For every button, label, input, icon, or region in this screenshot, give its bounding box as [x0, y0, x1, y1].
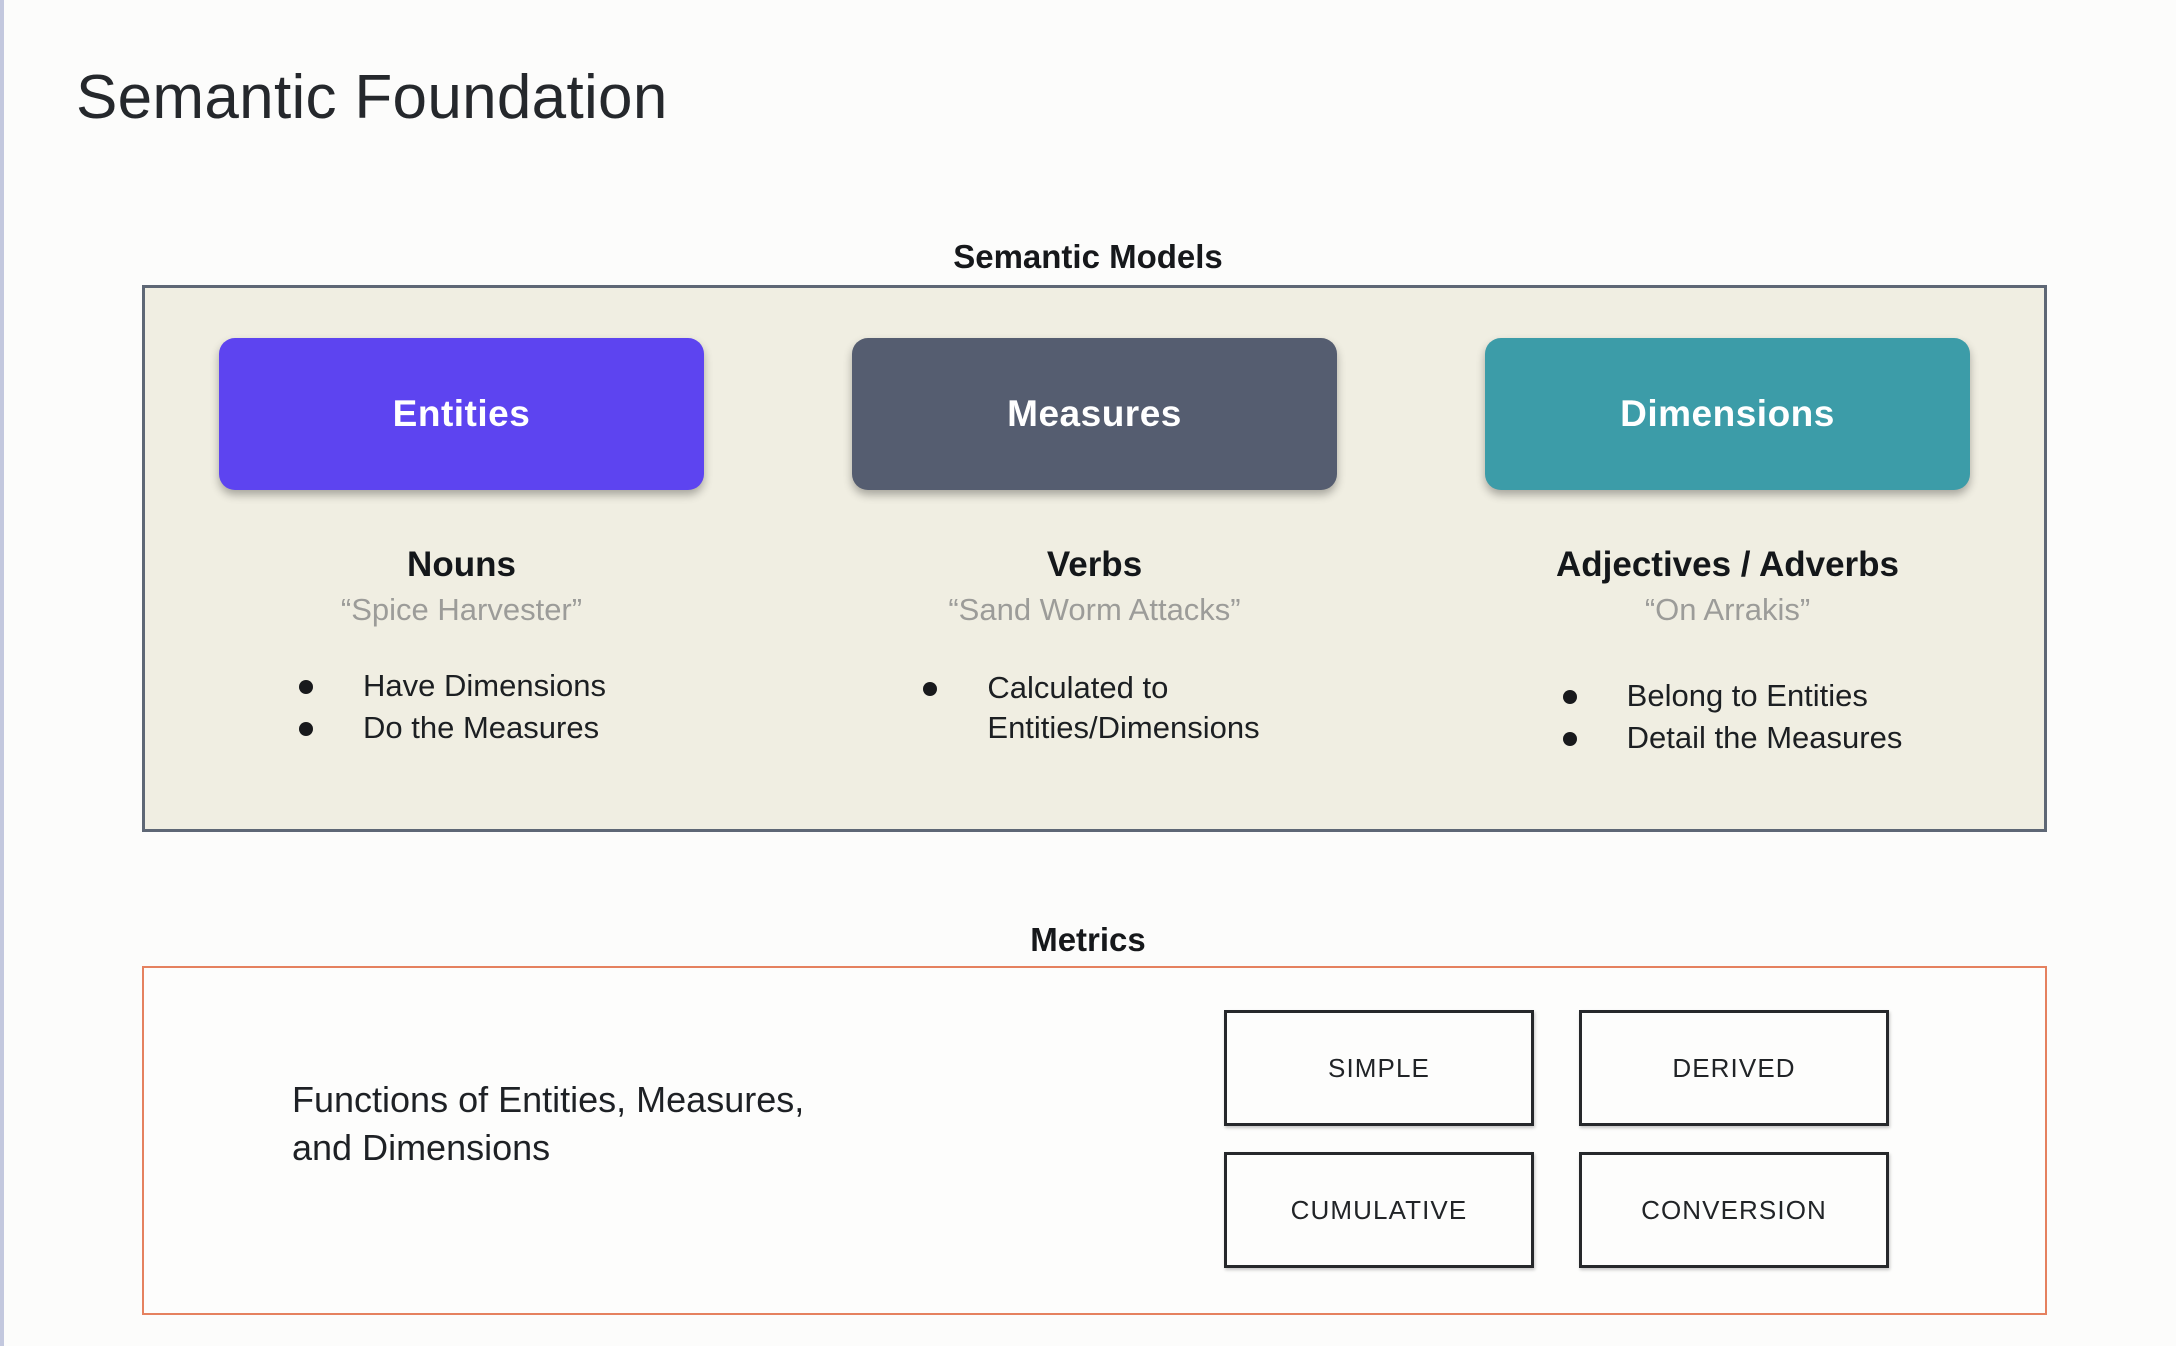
- list-item: Have Dimensions: [299, 666, 606, 706]
- measures-part-of-speech: Verbs: [1046, 545, 1143, 584]
- chip-dimensions-label: Dimensions: [1620, 393, 1835, 434]
- metrics-caption: Metrics: [1030, 921, 1146, 958]
- entities-example: “Spice Harvester”: [340, 592, 583, 627]
- semantic-models-panel: Entities Nouns “Spice Harvester” Have Di…: [142, 285, 2047, 832]
- left-edge-rule: [0, 0, 4, 1346]
- metrics-description: Functions of Entities, Measures, and Dim…: [292, 1079, 805, 1168]
- chip-measures-label: Measures: [1007, 393, 1182, 434]
- metric-box-conversion-label: CONVERSION: [1641, 1194, 1827, 1225]
- chip-entities-label: Entities: [392, 393, 531, 434]
- list-item: Do the Measures: [299, 708, 606, 748]
- list-item: Calculated to Entities/Dimensions: [923, 668, 1260, 747]
- metrics-panel: Functions of Entities, Measures, and Dim…: [142, 966, 2047, 1315]
- chip-measures[interactable]: Measures: [852, 338, 1337, 490]
- list-item-label: Belong to Entities: [1626, 678, 1868, 713]
- bullet-dot-icon: [923, 682, 938, 696]
- dimensions-example: “On Arrakis”: [1644, 592, 1811, 627]
- chip-dimensions[interactable]: Dimensions: [1485, 338, 1970, 490]
- entities-part-of-speech: Nouns: [407, 545, 516, 584]
- semantic-models-caption: Semantic Models: [953, 238, 1223, 275]
- dimensions-bullet-list: Belong to Entities Detail the Measures: [1562, 676, 1903, 759]
- measures-example: “Sand Worm Attacks”: [948, 592, 1241, 627]
- page-title: Semantic Foundation: [76, 63, 668, 132]
- measures-bullet-list: Calculated to Entities/Dimensions: [923, 668, 1260, 749]
- bullet-dot-icon: [299, 721, 314, 736]
- list-item-label: Do the Measures: [363, 709, 600, 745]
- list-item: Belong to Entities: [1562, 676, 1903, 716]
- list-item-label: Calculated to Entities/Dimensions: [987, 670, 1260, 745]
- dimensions-part-of-speech: Adjectives / Adverbs: [1555, 545, 1899, 584]
- semantic-column-dimensions: Dimensions Adjectives / Adverbs “On Arra…: [1411, 288, 2044, 829]
- metric-box-simple-label: SIMPLE: [1328, 1052, 1430, 1083]
- metrics-type-grid: SIMPLE DERIVED CUMULATIVE CONVERSION: [1224, 1010, 1889, 1268]
- bullet-dot-icon: [1562, 690, 1577, 704]
- bullet-dot-icon: [1562, 731, 1577, 746]
- metric-box-cumulative[interactable]: CUMULATIVE: [1224, 1152, 1534, 1268]
- list-item-label: Have Dimensions: [363, 668, 606, 703]
- entities-bullet-list: Have Dimensions Do the Measures: [299, 666, 606, 749]
- metric-box-simple[interactable]: SIMPLE: [1224, 1010, 1534, 1126]
- semantic-models-columns: Entities Nouns “Spice Harvester” Have Di…: [145, 288, 2044, 829]
- metric-box-conversion[interactable]: CONVERSION: [1579, 1152, 1889, 1268]
- bullet-dot-icon: [299, 680, 314, 694]
- semantic-column-entities: Entities Nouns “Spice Harvester” Have Di…: [145, 288, 778, 829]
- semantic-column-measures: Measures Verbs “Sand Worm Attacks” Calcu…: [778, 288, 1411, 829]
- list-item-label: Detail the Measures: [1626, 719, 1903, 755]
- metric-box-derived-label: DERIVED: [1672, 1052, 1796, 1083]
- metric-box-cumulative-label: CUMULATIVE: [1290, 1194, 1468, 1225]
- chip-entities[interactable]: Entities: [219, 338, 704, 490]
- list-item: Detail the Measures: [1562, 718, 1903, 758]
- metric-box-derived[interactable]: DERIVED: [1579, 1010, 1889, 1126]
